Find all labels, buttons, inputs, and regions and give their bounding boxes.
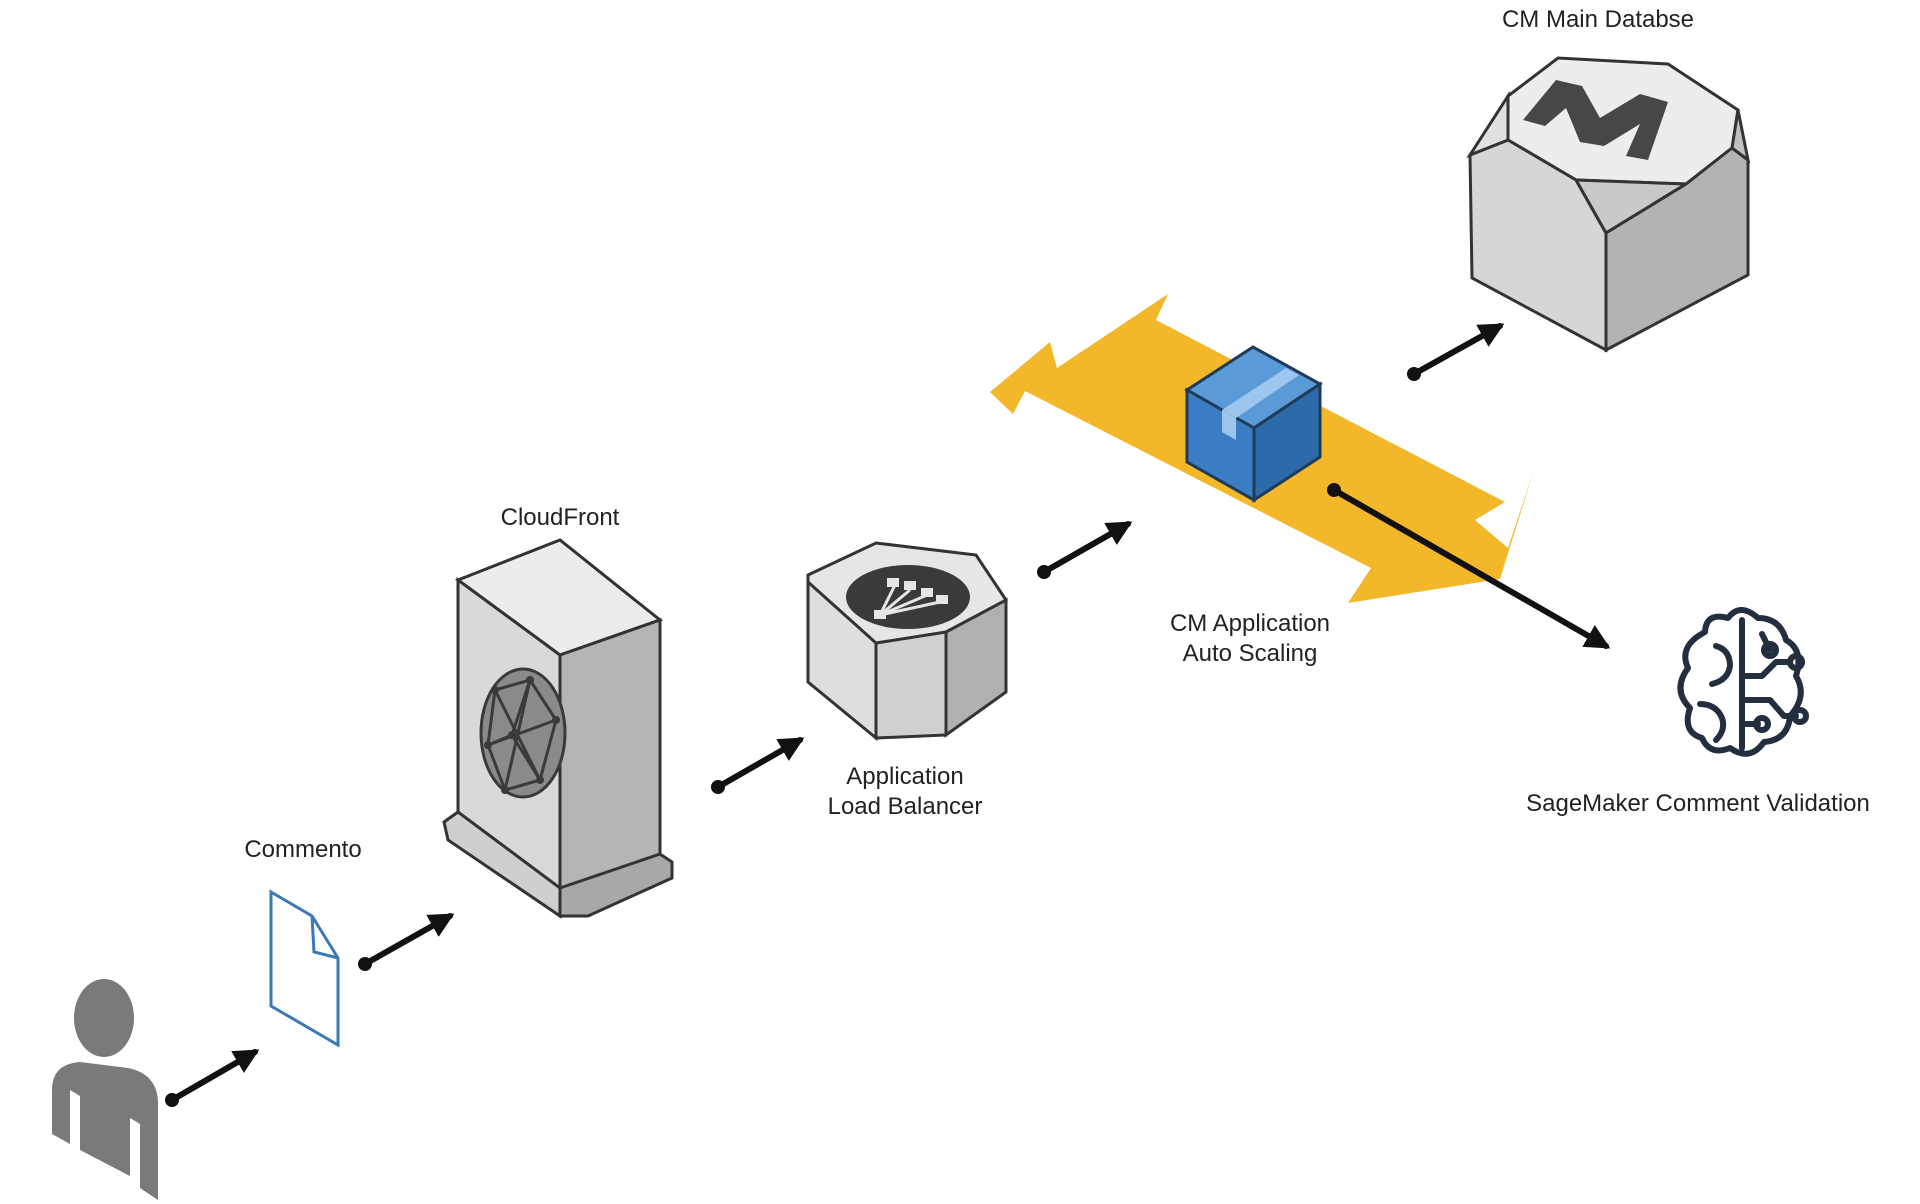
database-label: CM Main Databse	[1501, 6, 1695, 33]
arrow-alb-to-autoscaling	[1037, 521, 1133, 579]
commento-label: Commento	[244, 836, 362, 863]
arrow-user-to-commento	[165, 1049, 260, 1107]
user-icon	[52, 979, 158, 1200]
cloudfront-label: CloudFront	[500, 504, 620, 531]
sagemaker-label: SageMaker Comment Validation	[1526, 790, 1870, 817]
sagemaker-brain-icon	[1677, 607, 1809, 757]
cloudfront-server-icon	[442, 538, 674, 919]
document-icon	[269, 889, 340, 1048]
autoscaling-label: CM Application Auto Scaling	[1140, 609, 1360, 669]
autoscaling-label-line1: CM Application	[1169, 610, 1331, 637]
arrow-commento-to-cloudfront	[358, 913, 455, 971]
autoscaling-label-line2: Auto Scaling	[1182, 640, 1318, 667]
arrow-cloudfront-to-alb	[711, 737, 805, 794]
alb-label: Application Load Balancer	[800, 762, 1010, 822]
connection-arrows	[165, 323, 1611, 1107]
alb-label-line1: Application	[846, 763, 964, 790]
arrow-autoscaling-to-database	[1407, 323, 1505, 381]
arrow-autoscaling-to-sagemaker	[1327, 483, 1611, 649]
database-m-icon	[1466, 56, 1751, 353]
ec2-instance-cube-icon	[1184, 345, 1323, 503]
load-balancer-icon	[806, 541, 1008, 742]
alb-label-line2: Load Balancer	[827, 793, 983, 820]
